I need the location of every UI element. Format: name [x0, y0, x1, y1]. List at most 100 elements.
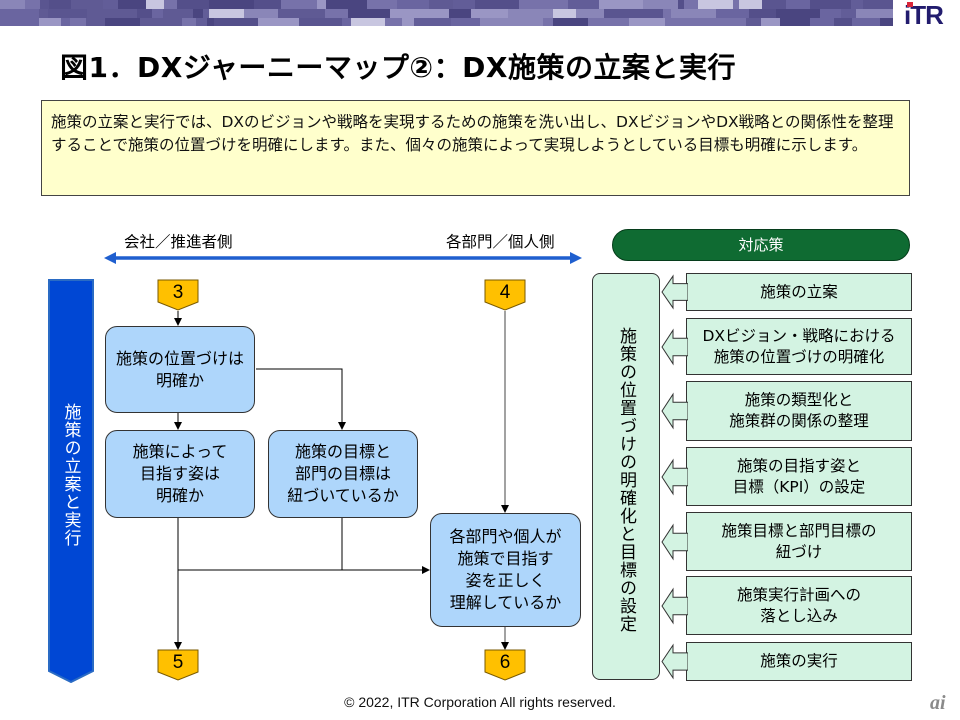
left-arrow-icon — [661, 643, 688, 680]
banner-tile — [342, 18, 351, 26]
step-badge-4 — [484, 279, 526, 311]
countermeasure-group-label: 施策の位置づけの明確化と目標の設定 — [616, 327, 636, 633]
banner-tile — [105, 18, 140, 26]
banner-tile — [61, 18, 70, 26]
banner-tile — [49, 0, 71, 9]
banner-tile — [152, 9, 163, 18]
banner-tile — [671, 9, 716, 18]
countermeasure-item: 施策の目指す姿と 目標（KPI）の設定 — [686, 447, 912, 506]
left-arrow-icon — [661, 392, 688, 430]
banner-tile — [852, 18, 880, 26]
left-arrow-icon — [661, 328, 688, 365]
banner-tile — [810, 0, 851, 9]
banner-tile — [367, 0, 397, 9]
banner-tile — [137, 9, 152, 18]
banner-tile — [146, 0, 154, 9]
banner-tile — [863, 0, 893, 9]
banner-tile — [508, 9, 553, 18]
banner-tile — [348, 9, 390, 18]
banner-tile — [317, 0, 326, 9]
banner-tile — [70, 18, 86, 26]
banner-tile — [39, 9, 48, 18]
banner-tile — [475, 0, 519, 9]
banner-tile — [254, 0, 281, 9]
banner-tile — [209, 0, 254, 9]
banner-tile — [698, 0, 733, 9]
banner-tile — [453, 0, 475, 9]
banner-tile — [299, 18, 342, 26]
banner-tile — [25, 0, 40, 9]
step-badge-3 — [157, 279, 199, 311]
banner-tile — [402, 18, 414, 26]
logo-dot — [907, 2, 913, 7]
banner-tile — [856, 9, 893, 18]
banner-tile — [588, 18, 618, 26]
copyright-footer: © 2022, ITR Corporation All rights reser… — [344, 694, 616, 710]
banner-tile — [820, 9, 841, 18]
banner-tile — [576, 9, 604, 18]
countermeasure-item: 施策実行計画への 落とし込み — [686, 576, 912, 635]
banner-tile — [519, 0, 544, 9]
banner-tile — [233, 18, 258, 26]
banner-tile — [163, 9, 193, 18]
countermeasure-group-box — [592, 273, 660, 680]
double-arrow-axis — [104, 252, 582, 264]
banner-tile — [140, 18, 182, 26]
banner-tile — [780, 18, 810, 26]
banner-tile — [281, 0, 317, 9]
step-badge-6 — [484, 649, 526, 681]
banner-tile — [684, 0, 698, 9]
banner-tile — [746, 18, 761, 26]
banner-tile — [40, 0, 49, 9]
banner-tile — [810, 18, 834, 26]
countermeasure-item: 施策の実行 — [686, 642, 912, 681]
banner-tile — [0, 18, 39, 26]
banner-tile — [39, 18, 61, 26]
countermeasure-item: 施策の類型化と 施策群の関係の整理 — [686, 381, 912, 441]
banner-tile — [678, 0, 684, 9]
banner-tile — [663, 9, 671, 18]
banner-tile — [880, 18, 893, 26]
step-badge-4-label: 4 — [499, 282, 511, 303]
banner-tile — [385, 18, 402, 26]
banner-tile — [851, 0, 863, 9]
banner-tile — [544, 0, 568, 9]
countermeasures-header: 対応策 — [612, 229, 910, 261]
banner-tile — [118, 0, 146, 9]
arrow-right-head — [570, 252, 582, 264]
flow-box-understanding: 各部門や個人が 施策で目指す 姿を正しく 理解しているか — [430, 513, 581, 627]
banner-tile — [397, 0, 429, 9]
banner-tile — [834, 18, 852, 26]
header-mosaic-banner — [0, 0, 893, 26]
banner-tile — [761, 18, 780, 26]
banner-tile — [749, 9, 776, 18]
banner-tile — [0, 0, 25, 9]
banner-tile — [425, 9, 449, 18]
connector-a-to-c — [256, 368, 346, 430]
banner-tile — [583, 0, 599, 9]
step-badge-5-label: 5 — [172, 652, 184, 673]
banner-tile — [298, 9, 307, 18]
banner-tile — [400, 9, 425, 18]
banner-tile — [390, 9, 400, 18]
banner-tile — [196, 18, 207, 26]
left-arrow-icon — [661, 523, 688, 560]
flow-box-positioning-clear: 施策の位置づけは 明確か — [105, 326, 255, 413]
banner-tile — [203, 9, 209, 18]
banner-tile — [643, 0, 678, 9]
banner-tile — [665, 18, 705, 26]
countermeasure-item: 施策目標と部門目標の 紐づけ — [686, 512, 912, 571]
banner-tile — [739, 0, 762, 9]
banner-tile — [207, 18, 214, 26]
banner-tile — [278, 9, 298, 18]
banner-tile — [307, 9, 325, 18]
banner-tile — [103, 0, 118, 9]
flow-box-goals-linked: 施策の目標と 部門の目標は 紐づいているか — [268, 430, 418, 518]
arrow-left-head — [104, 252, 116, 264]
banner-tile — [449, 9, 471, 18]
banner-tile — [524, 18, 543, 26]
banner-tile — [429, 0, 453, 9]
banner-tile — [776, 9, 820, 18]
banner-tile — [553, 18, 588, 26]
banner-tile — [86, 18, 105, 26]
